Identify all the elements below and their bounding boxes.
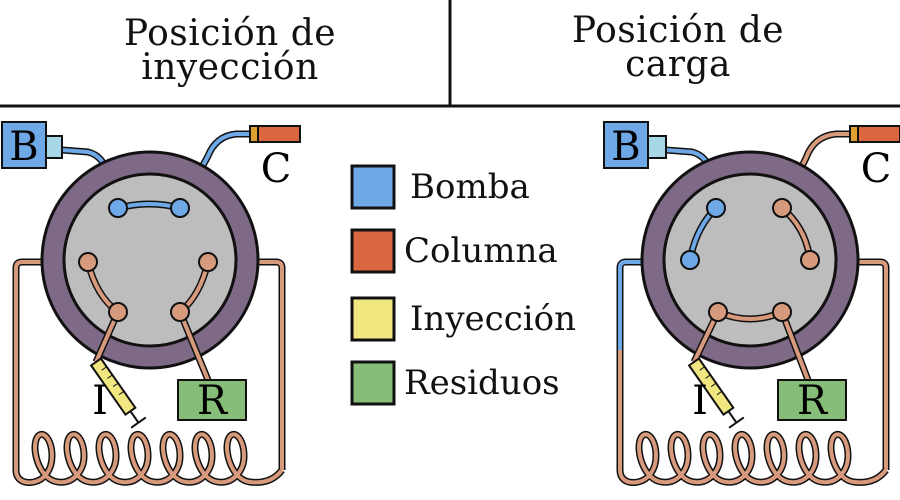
- port: [170, 198, 190, 218]
- legend-label-column: Columna: [404, 231, 558, 271]
- syringe-icon: [687, 357, 745, 429]
- port: [772, 302, 792, 322]
- column-label: C: [261, 146, 292, 192]
- waste-label: R: [797, 378, 829, 424]
- waste-box: [177, 379, 247, 421]
- waste-box: [777, 379, 847, 421]
- port: [108, 198, 128, 218]
- pump-label: B: [9, 124, 38, 170]
- sample-loop-coil: [616, 431, 889, 486]
- port: [108, 302, 128, 322]
- load-position-panel: B C I R: [603, 121, 900, 486]
- port: [680, 250, 700, 270]
- port: [800, 250, 820, 270]
- legend-swatch-pump: [350, 164, 396, 210]
- syringe-icon: [89, 357, 147, 429]
- pump-label: B: [611, 124, 640, 170]
- legend: [350, 164, 396, 406]
- pump-box: [603, 121, 649, 169]
- header-injection-position: Posición de inyección: [123, 13, 337, 88]
- pump-box: [1, 121, 47, 169]
- legend-swatch-waste: [350, 360, 396, 406]
- port: [198, 252, 218, 272]
- legend-label-waste: Residuos: [404, 363, 560, 403]
- injection-position-panel: B C I R: [1, 121, 301, 486]
- legend-swatch-injection: [350, 296, 396, 342]
- injection-label: I: [692, 378, 708, 424]
- legend-label-injection: Inyección: [410, 299, 576, 339]
- legend-swatch-column: [350, 228, 396, 274]
- column-label: C: [861, 146, 892, 192]
- port: [706, 198, 726, 218]
- sample-loop-coil: [12, 431, 285, 486]
- port: [170, 302, 190, 322]
- waste-label: R: [197, 378, 229, 424]
- port: [772, 198, 792, 218]
- port: [78, 252, 98, 272]
- injection-label: I: [92, 378, 108, 424]
- port: [708, 302, 728, 322]
- legend-label-pump: Bomba: [410, 167, 530, 207]
- header-load-position: Posición de carga: [571, 10, 785, 85]
